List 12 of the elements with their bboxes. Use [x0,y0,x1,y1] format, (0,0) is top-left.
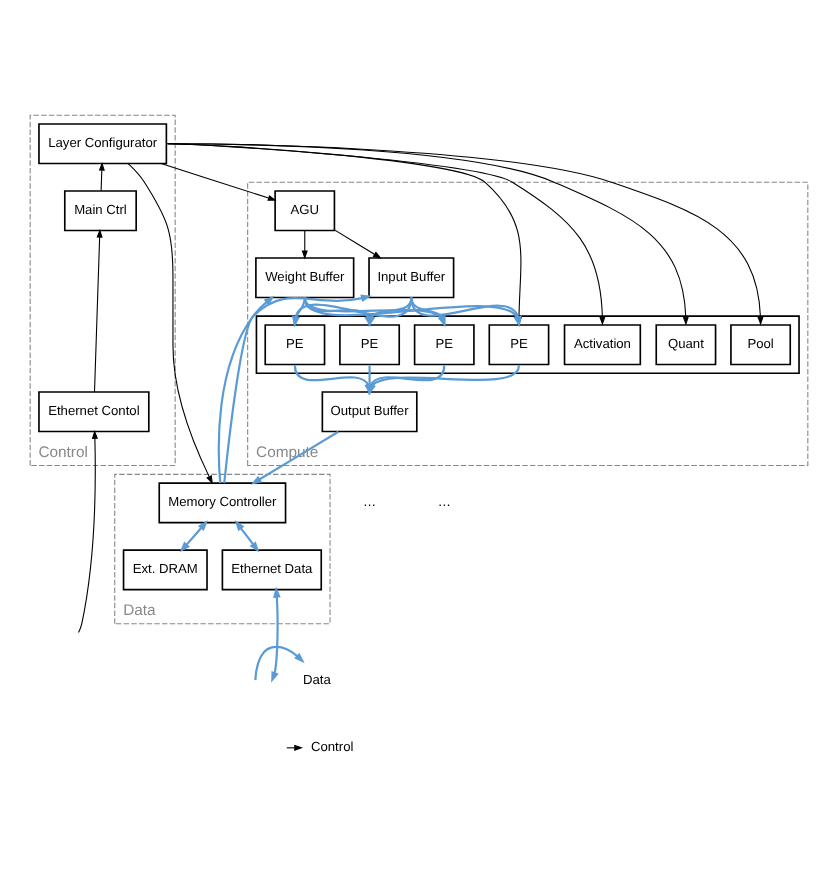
arrow [93,228,103,393]
arrow [160,163,277,201]
arrow [127,163,213,485]
arrow [78,430,98,633]
arrow [98,161,105,192]
arrow [234,520,260,553]
arrow [271,586,281,683]
arrow [333,229,382,259]
arrow [301,230,308,260]
arrow [179,520,209,553]
arrow [367,297,413,328]
arrow [217,295,275,484]
